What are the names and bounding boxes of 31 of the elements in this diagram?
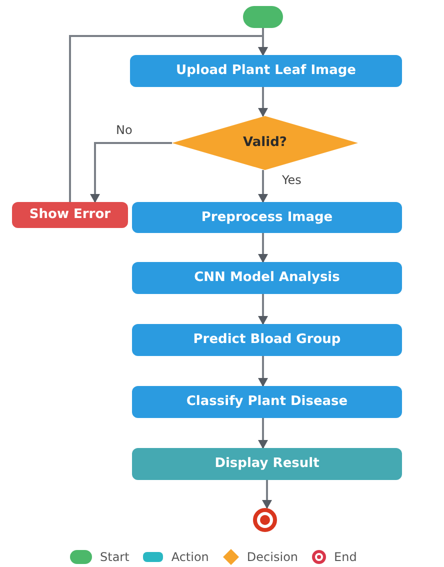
edge-label: Yes	[280, 174, 304, 186]
arrow	[258, 170, 268, 203]
process-box	[130, 55, 402, 87]
node-label: Preprocess Image	[201, 208, 333, 227]
legend-label: Start	[100, 549, 130, 566]
process-box	[132, 324, 402, 356]
node-label: Show Error	[29, 206, 111, 224]
arrow	[258, 294, 268, 325]
decision-diamond	[172, 116, 358, 170]
legend-label: Action	[171, 549, 209, 566]
node-label: Display Result	[214, 455, 320, 474]
arrow	[69, 35, 268, 202]
error-box	[12, 202, 128, 228]
process-box	[132, 262, 402, 294]
arrow	[258, 356, 268, 387]
arrow	[258, 418, 268, 449]
arrow	[262, 480, 272, 509]
arrow	[90, 142, 172, 203]
arrow	[258, 233, 268, 263]
node-label: Valid?	[243, 134, 287, 152]
node-label: Upload Plant Leaf Image	[176, 62, 356, 80]
legend-label: Decision	[246, 549, 298, 566]
process-box	[132, 202, 402, 233]
node-label: CNN Model Analysis	[194, 269, 340, 288]
node-label: Predict Bload Group	[193, 331, 341, 350]
node-label: Classify Plant Disease	[186, 393, 348, 412]
legend-label: End	[334, 549, 357, 566]
arrow	[258, 87, 268, 117]
edge-label: No	[114, 124, 134, 136]
result-box	[132, 448, 402, 480]
process-box	[132, 386, 402, 418]
